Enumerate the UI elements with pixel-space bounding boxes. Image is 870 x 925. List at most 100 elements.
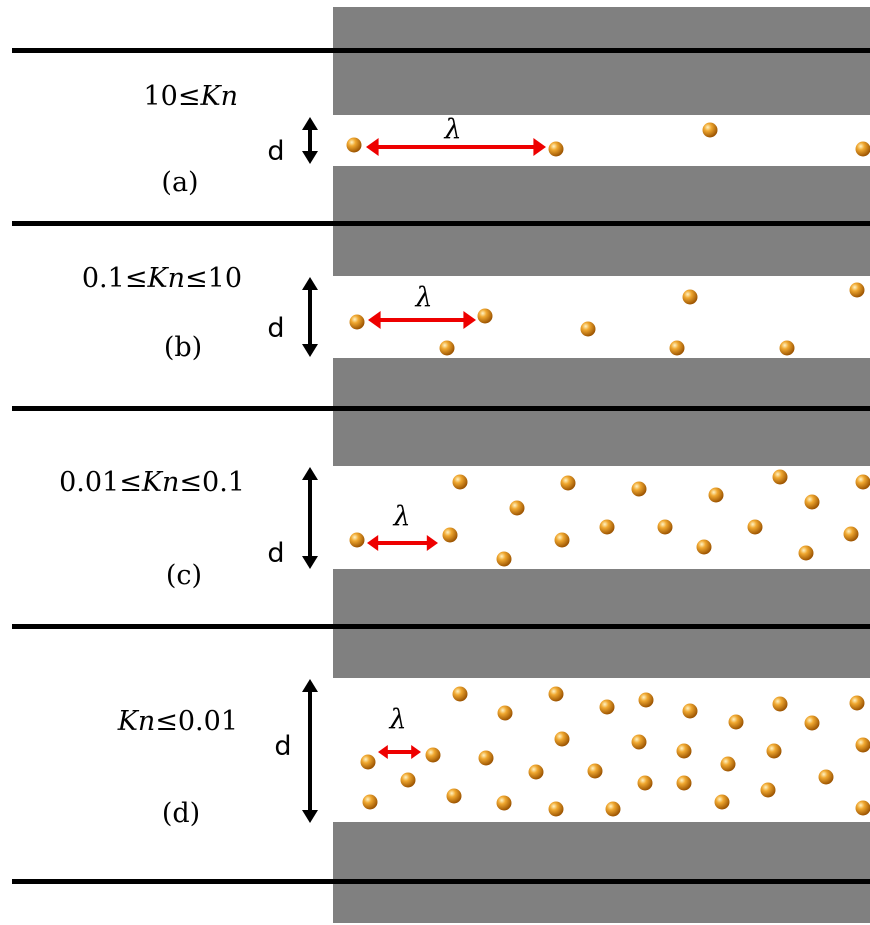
wall-bottom-d	[333, 822, 870, 923]
gas-particle	[772, 469, 788, 485]
panel-label: (d)	[162, 798, 200, 829]
walls	[333, 7, 870, 923]
gas-particle	[804, 715, 820, 731]
gas-particle	[580, 321, 596, 337]
lambda-label: λ	[414, 282, 432, 313]
gas-particle	[720, 756, 736, 772]
d-arrow-head	[302, 556, 318, 569]
gas-particle	[747, 519, 763, 535]
panel-c: 0.01≤Kn≤0.1 (c) d λ	[59, 467, 870, 591]
lambda-arrow	[368, 311, 476, 329]
gas-particle	[496, 551, 512, 567]
d-arrow	[302, 467, 318, 569]
lambda-arrow	[378, 745, 421, 759]
d-arrow	[302, 679, 318, 823]
gas-particle	[714, 794, 730, 810]
gas-particle	[587, 763, 603, 779]
gas-particle	[509, 500, 525, 516]
gas-particle	[605, 801, 621, 817]
lambda-arrow-head	[426, 535, 438, 551]
d-arrow-head	[302, 679, 318, 692]
lambda-label: λ	[443, 114, 461, 145]
gas-particle	[554, 532, 570, 548]
gas-particle	[439, 340, 455, 356]
divider-line	[12, 879, 870, 884]
gas-particle	[442, 527, 458, 543]
knudsen-regime: 0.01≤Kn≤0.1	[59, 467, 245, 498]
gas-particle	[843, 526, 859, 542]
gas-particle	[496, 795, 512, 811]
knudsen-regime: 0.1≤Kn≤10	[82, 263, 242, 294]
gas-particle	[669, 340, 685, 356]
panel-label: (b)	[164, 332, 202, 363]
gas-particle	[631, 734, 647, 750]
d-arrow-head	[302, 277, 318, 290]
gas-particle	[478, 750, 494, 766]
d-arrow-head	[302, 810, 318, 823]
gas-particle	[638, 692, 654, 708]
d-arrow-head	[302, 344, 318, 357]
divider-line	[12, 48, 870, 53]
gas-particle	[804, 494, 820, 510]
d-arrow-head	[302, 151, 318, 164]
gas-particle	[779, 340, 795, 356]
gas-particle	[477, 308, 493, 324]
lambda-arrow-head	[463, 311, 476, 329]
wall-bottom-b	[333, 358, 870, 466]
wall-top-a	[333, 7, 870, 115]
gas-particle	[548, 141, 564, 157]
gas-particle	[637, 775, 653, 791]
gas-particle	[362, 794, 378, 810]
d-arrow	[302, 117, 318, 164]
d-arrow	[302, 277, 318, 357]
particles	[360, 686, 870, 817]
gas-particle	[696, 539, 712, 555]
gas-particle	[425, 747, 441, 763]
panel-d: Kn≤0.01 (d) d λ	[117, 679, 870, 829]
gas-particle	[760, 782, 776, 798]
gas-particle	[452, 474, 468, 490]
particles	[349, 282, 865, 356]
d-label: d	[267, 313, 284, 344]
lambda-arrow-head	[533, 138, 546, 156]
lambda-arrow-head	[367, 535, 379, 551]
gas-particle	[798, 545, 814, 561]
lambda-label: λ	[388, 704, 406, 735]
particles	[346, 122, 870, 157]
gas-particle	[849, 282, 865, 298]
panel-b: 0.1≤Kn≤10 (b) d λ	[82, 263, 865, 363]
gas-particle	[702, 122, 718, 138]
lambda-arrow-head	[378, 745, 388, 759]
gas-particle	[446, 788, 462, 804]
gas-particle	[855, 737, 870, 753]
lambda-arrow-head	[411, 745, 421, 759]
d-label: d	[274, 731, 291, 762]
gas-particle	[682, 703, 698, 719]
gas-particle	[728, 714, 744, 730]
gas-particle	[528, 764, 544, 780]
gas-particle	[855, 800, 870, 816]
gas-particle	[554, 731, 570, 747]
gas-particle	[548, 801, 564, 817]
gas-particle	[708, 487, 724, 503]
panel-label: (c)	[166, 560, 202, 591]
d-label: d	[267, 136, 284, 167]
gas-particle	[346, 137, 362, 153]
gas-particle	[599, 519, 615, 535]
d-arrow-head	[302, 117, 318, 130]
d-label: d	[267, 538, 284, 569]
gas-particle	[766, 743, 782, 759]
gas-particle	[682, 289, 698, 305]
gas-particle	[560, 475, 576, 491]
d-arrow-head	[302, 467, 318, 480]
gas-particle	[360, 754, 376, 770]
wall-bottom-c	[333, 569, 870, 678]
gas-particle	[855, 141, 870, 157]
lambda-arrow-head	[368, 311, 381, 329]
gas-particle	[599, 699, 615, 715]
gas-particle	[855, 474, 870, 490]
gas-particle	[548, 686, 564, 702]
gas-particle	[818, 769, 834, 785]
gas-particle	[676, 775, 692, 791]
